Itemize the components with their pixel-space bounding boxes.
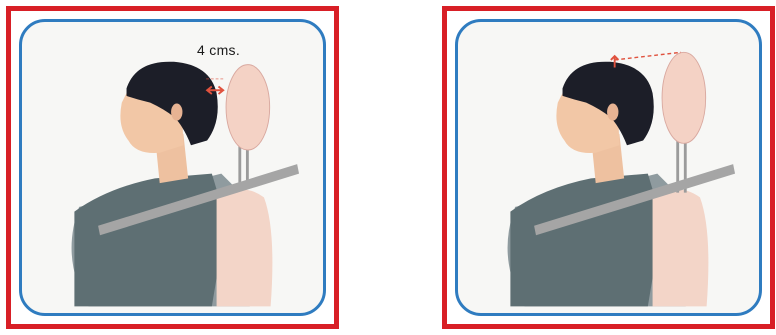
- seat-upper: [217, 189, 273, 307]
- headrest-illustration-right: [442, 6, 775, 329]
- ear: [607, 104, 618, 121]
- headrest-illustration-left: 4 cms.: [6, 6, 339, 329]
- ear: [171, 104, 182, 121]
- alignment-line: [615, 52, 681, 60]
- measurement-label: 4 cms.: [197, 42, 240, 58]
- headrest: [662, 52, 706, 143]
- headrest: [226, 65, 270, 150]
- headrest-illustration: [22, 22, 323, 313]
- seat-upper: [653, 189, 709, 307]
- headrest-illustration: [458, 22, 759, 313]
- illustration-frame: 4 cms.: [19, 19, 326, 316]
- illustration-frame: [455, 19, 762, 316]
